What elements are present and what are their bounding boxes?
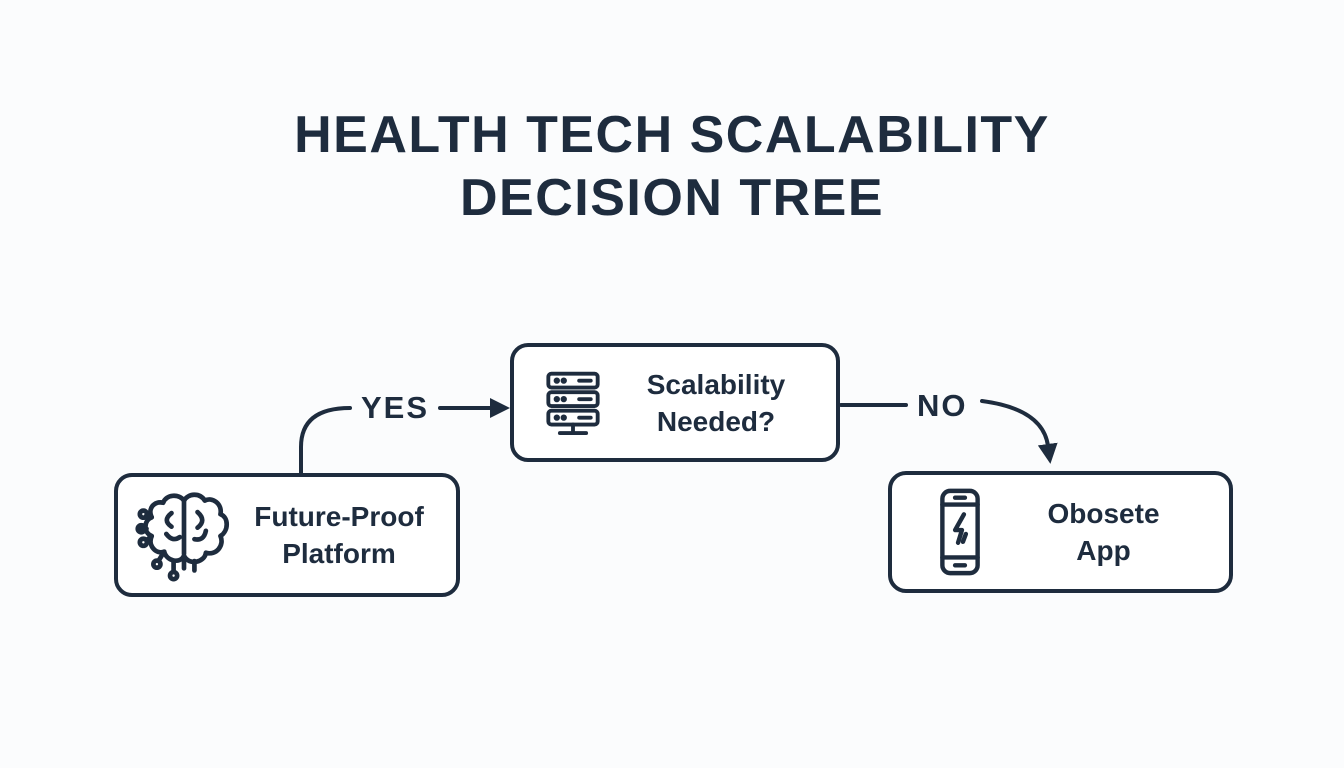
no-outcome-node: Obosete App: [888, 471, 1233, 593]
node-label: Scalability Needed?: [610, 366, 822, 440]
node-label-line: Needed?: [656, 405, 776, 437]
no-arrow: [980, 399, 1058, 464]
node-label-line: Scalability: [646, 368, 786, 400]
node-label-line: Obosete: [1047, 498, 1160, 529]
yes-curve-connector: [299, 406, 352, 475]
no-edge-label: NO: [917, 388, 968, 423]
node-label-line: Platform: [282, 538, 396, 569]
node-label-line: App: [1076, 535, 1131, 566]
decision-node: Scalability Needed?: [510, 343, 840, 462]
broken-phone-icon: [928, 485, 992, 579]
page-title-line-2: DECISION TREE: [460, 169, 884, 227]
page-title-line-1: HEALTH TECH SCALABILITY: [294, 106, 1050, 164]
yes-edge-label: YES: [361, 390, 430, 425]
node-label: Obosete App: [992, 495, 1215, 569]
yes-outcome-node: Future-Proof Platform: [114, 473, 460, 597]
ai-brain-icon: [134, 485, 234, 585]
page-title: HEALTH TECH SCALABILITY DECISION TREE: [0, 104, 1344, 230]
server-rack-icon: [536, 366, 610, 440]
node-label: Future-Proof Platform: [234, 498, 444, 572]
node-label-line: Future-Proof: [254, 501, 424, 532]
